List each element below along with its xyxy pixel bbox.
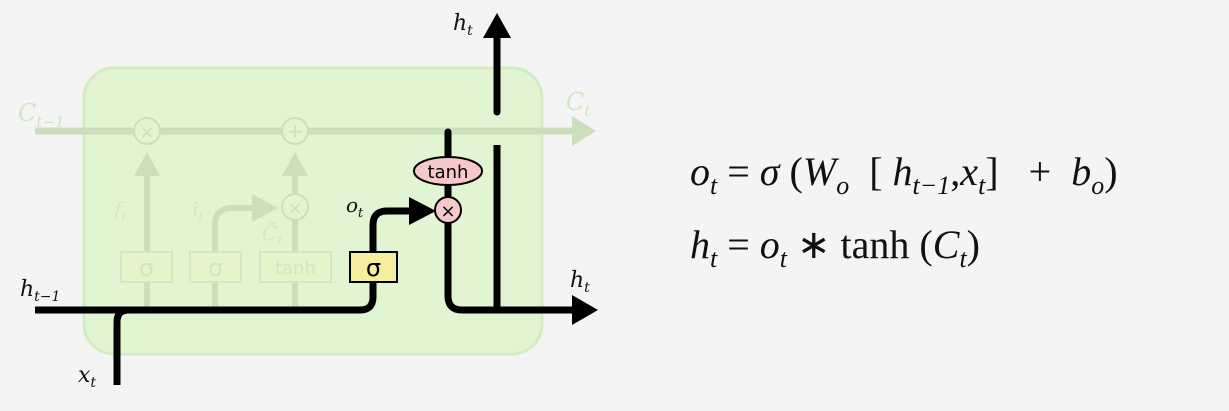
input-multiply-symbol: × [287, 198, 302, 219]
output-gate-arrowhead [409, 197, 436, 225]
eq1-plus: + [1028, 149, 1052, 194]
eq1-weight-sub: o [836, 171, 850, 200]
eq1-lhs: o [690, 149, 710, 194]
lstm-output-gate-diagram: × + × σ σ tanh Ct−1 Ct ft it C̃t [18, 11, 598, 391]
eq1-h: h [892, 149, 913, 194]
eq1-close-paren: ) [1104, 149, 1118, 194]
output-sigma-layer: σ [349, 251, 398, 283]
output-gate-label: ot [346, 193, 364, 221]
h-out-right-label: ht [570, 268, 590, 296]
eq2-equals: = [727, 222, 750, 267]
candidate-tanh-layer: tanh [259, 251, 332, 283]
eq2-tanh: tanh [840, 222, 910, 267]
eq1-h-sub: t−1 [912, 171, 951, 200]
output-sigma-label: σ [366, 254, 381, 282]
eq1-comma: , [950, 149, 961, 194]
eq2-open-paren: ( [919, 222, 933, 267]
eq1-bias: b [1071, 149, 1092, 194]
h-prev-input-path [35, 282, 377, 385]
cell-state-arrowhead [572, 116, 596, 146]
output-gate-equation: ot=σ (Wo [ ht−1,xt] + bo) [690, 152, 1118, 199]
candidate-label: C̃t [262, 221, 283, 249]
eq1-x: x [960, 149, 979, 194]
eq2-c-sub: t [959, 244, 967, 273]
eq1-sigma: σ [759, 149, 780, 194]
output-multiply-op: × [434, 196, 462, 224]
eq1-close-bracket: ] [985, 149, 999, 194]
input-sigma-label: σ [208, 254, 223, 282]
eq1-lhs-sub: t [710, 171, 718, 200]
candidate-arrowhead [282, 152, 308, 176]
eq1-open-bracket: [ [869, 149, 883, 194]
output-tanh-op: tanh [413, 156, 483, 186]
eq1-open-paren: ( [789, 149, 803, 194]
forget-gate-path [134, 152, 160, 310]
eq2-o-sub: t [779, 244, 788, 273]
x-input-label: xt [78, 363, 96, 391]
input-gate-path [212, 194, 278, 310]
eq2-c: C [932, 222, 960, 267]
forget-multiply-symbol: × [139, 122, 154, 143]
input-multiply-op: × [281, 193, 309, 221]
eq2-lhs: h [690, 222, 710, 267]
output-multiply-symbol: × [440, 201, 455, 222]
c-prev-label: Ct−1 [18, 99, 65, 131]
eq1-weight: W [802, 149, 837, 194]
input-gate-label: it [192, 197, 204, 225]
forget-sigma-layer: σ [120, 251, 173, 283]
cell-to-hidden-path [444, 128, 598, 325]
h-out-top-label: ht [453, 11, 473, 39]
output-gate-path [369, 197, 436, 252]
eq2-close-paren: ) [966, 222, 980, 267]
forget-sigma-label: σ [139, 254, 154, 282]
eq1-bias-sub: o [1091, 171, 1105, 200]
forget-multiply-op: × [133, 117, 161, 145]
hidden-up-path [483, 13, 511, 310]
c-next-label: Ct [566, 88, 591, 120]
candidate-tanh-label: tanh [275, 258, 316, 279]
eq2-lhs-sub: t [710, 244, 718, 273]
hidden-right-arrowhead [572, 295, 598, 325]
eq2-o: o [759, 222, 780, 267]
h-prev-label: ht−1 [20, 277, 60, 305]
hidden-up-arrowhead [483, 13, 511, 38]
input-sigma-layer: σ [189, 251, 242, 283]
eq1-x-sub: t [978, 171, 986, 200]
cell-add-op: + [281, 117, 309, 145]
output-tanh-label: tanh [428, 162, 469, 183]
input-arrowhead [252, 194, 278, 222]
eq2-star: ∗ [797, 222, 831, 267]
eq1-equals: = [727, 149, 750, 194]
forget-arrowhead [134, 152, 160, 176]
hidden-state-equation: ht=ot ∗ tanh (Ct) [690, 225, 980, 272]
cell-add-symbol: + [287, 119, 304, 143]
